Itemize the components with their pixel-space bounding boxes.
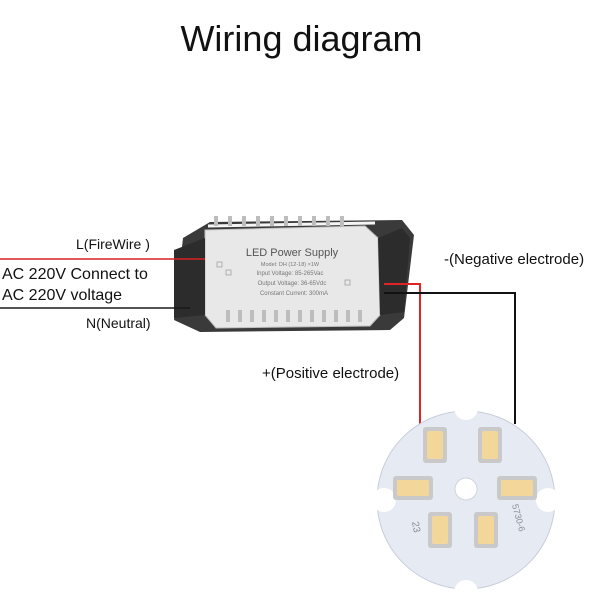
led-chip [478,427,502,463]
vent-slots [214,216,362,322]
ac-label-line2: AC 220V voltage [2,287,123,304]
neutral-label: N(Neutral) [86,315,151,331]
ac-label-line1: AC 220V Connect to [2,266,148,283]
psu-output: Output Voltage: 36-65Vdc [258,281,327,287]
psu-current: Constant Current: 300mA [260,291,328,297]
positive-label: +(Positive electrode) [262,365,400,382]
live-label: L(FireWire ) [76,236,150,252]
led-chip [497,476,537,500]
psu-input: Input Voltage: 85-265Vac [257,271,324,277]
diagram-title: Wiring diagram [180,18,423,59]
psu-heading: LED Power Supply [246,247,339,259]
negative-wire [384,292,516,424]
led-chip [423,427,447,463]
negative-label: -(Negative electrode) [444,251,585,268]
board-marking-left: 23 [409,521,422,534]
led-chip [428,512,452,548]
led-board: 23 5730-6 [372,396,560,603]
led-chip [474,512,498,548]
positive-wire [384,283,421,428]
psu-model: Model: DH (12-18) ×1W [261,262,320,268]
led-chip [393,476,433,500]
led-power-supply: LED Power Supply Model: DH (12-18) ×1W I… [174,216,414,332]
